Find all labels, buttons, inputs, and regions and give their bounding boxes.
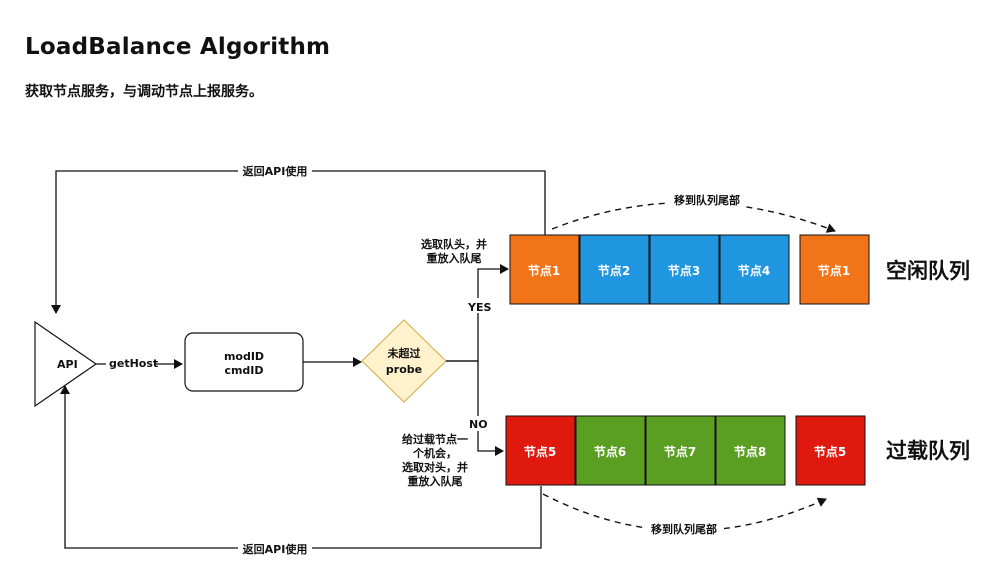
return-bottom-label: 返回API使用: [243, 542, 308, 556]
idle-queue-title: 空闲队列: [886, 259, 970, 283]
idle-node-1[interactable]: [509, 234, 580, 305]
idle-node-3-label: 节点3: [668, 263, 700, 278]
overload-queue-title: 过载队列: [886, 439, 970, 463]
idle-node-2[interactable]: [579, 234, 650, 305]
overload-node-6-label: 节点6: [594, 444, 626, 459]
move-top-label: 移到队列尾部: [674, 193, 740, 207]
yes-note-line2: 重放入队尾: [427, 251, 482, 265]
mod-id-label: modID: [224, 350, 264, 363]
yes-label: YES: [467, 301, 491, 314]
idle-node-3[interactable]: [649, 234, 720, 305]
overload-node-7-label: 节点7: [664, 444, 696, 459]
no-label: NO: [469, 418, 488, 431]
probe-decision[interactable]: [361, 319, 447, 403]
overload-node-5[interactable]: [505, 415, 576, 486]
overload-node-7[interactable]: [645, 415, 716, 486]
move-bottom-label: 移到队列尾部: [651, 522, 717, 536]
overload-moved-node[interactable]: [795, 415, 866, 486]
idle-moved-node[interactable]: [799, 234, 870, 305]
yes-arrow: [446, 264, 509, 362]
overload-node-8[interactable]: [715, 415, 786, 486]
yes-note-line1: 选取队头，并: [421, 237, 487, 251]
return-bottom-arrow: [60, 385, 542, 549]
no-note-line2: 个机会，: [412, 446, 457, 460]
overload-node-6[interactable]: [575, 415, 646, 486]
page-subtitle: 获取节点服务，与调动节点上报服务。: [25, 84, 263, 100]
overload-queue: 节点5 节点6 节点7 节点8 节点5 过载队列: [505, 415, 970, 486]
idle-queue: 节点1 节点2 节点3 节点4 节点1 空闲队列: [509, 234, 970, 305]
decision-line1: 未超过: [387, 346, 421, 360]
return-top-label: 返回API使用: [243, 164, 308, 178]
no-note-line1: 给过载节点一: [402, 432, 468, 446]
idle-node-4[interactable]: [719, 234, 790, 305]
idle-node-2-label: 节点2: [598, 263, 630, 278]
no-note-line3: 选取对头，并: [402, 460, 468, 474]
no-note-line4: 重放入队尾: [408, 474, 463, 488]
no-arrow: [446, 360, 504, 456]
overload-node-5-label: 节点5: [524, 444, 556, 459]
decision-line2: probe: [386, 363, 422, 376]
idle-node-1-label: 节点1: [528, 263, 560, 278]
idle-node-4-label: 节点4: [738, 263, 770, 278]
cmd-id-label: cmdID: [224, 364, 263, 377]
overload-moved-label: 节点5: [814, 444, 846, 459]
idle-moved-label: 节点1: [818, 263, 850, 278]
overload-node-8-label: 节点8: [734, 444, 766, 459]
page-title: LoadBalance Algorithm: [25, 34, 331, 60]
gethost-label: getHost: [109, 357, 158, 370]
api-label: API: [57, 358, 78, 371]
